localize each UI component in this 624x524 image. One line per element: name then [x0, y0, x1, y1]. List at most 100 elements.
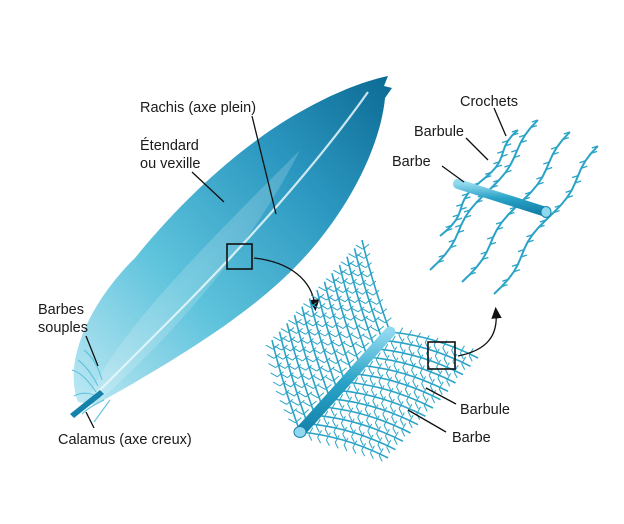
barbule-filament — [358, 299, 366, 304]
barbule-filament — [446, 373, 452, 381]
barbule-filament — [302, 409, 310, 415]
barbule-filament — [367, 423, 373, 432]
hook — [513, 269, 521, 273]
hook — [579, 160, 586, 164]
barbule-filament — [403, 371, 409, 379]
hook — [476, 199, 483, 204]
hook — [539, 219, 547, 223]
barbule-filament — [374, 415, 380, 423]
barbule-filament — [428, 374, 433, 382]
barbule-filament — [346, 324, 355, 330]
hook — [495, 221, 503, 225]
barbule-frond — [382, 339, 471, 368]
barbule-filament — [372, 393, 378, 401]
barbule-filament — [275, 354, 284, 360]
barbule-filament — [383, 424, 388, 432]
barbule-filament — [322, 321, 329, 328]
barbule-filament — [385, 317, 392, 324]
barbule-filament — [387, 383, 392, 391]
barbule-filament — [407, 336, 412, 344]
barbule-filament — [328, 359, 337, 365]
label-etendard-line1: Étendard — [140, 137, 199, 154]
barbule-filament — [358, 263, 366, 269]
hook — [574, 180, 582, 184]
barbule-filament — [362, 386, 367, 394]
hook — [438, 254, 445, 258]
barbule-filament — [318, 286, 326, 292]
barbule-filament — [346, 332, 354, 339]
barbule-filament — [358, 428, 363, 435]
barbule-filament — [353, 377, 359, 385]
barbule-filament — [431, 396, 436, 404]
barbule-filament — [363, 397, 368, 405]
barbule-filament — [398, 401, 404, 409]
barbule-filament — [360, 272, 368, 278]
barbule-filament — [350, 271, 359, 277]
hook — [460, 206, 467, 211]
barbule-filament — [312, 356, 320, 363]
barbule-filament — [313, 383, 320, 389]
barbule-filament — [355, 343, 364, 349]
barbule-filament — [387, 376, 393, 385]
barbule-filament — [332, 413, 338, 421]
hook — [565, 189, 572, 194]
hook — [455, 217, 463, 221]
barbule-filament — [369, 280, 377, 287]
hook — [554, 204, 561, 208]
hook — [511, 263, 519, 268]
barbule-filament — [364, 408, 369, 416]
barbule-filament — [397, 397, 402, 404]
barbule-filament — [338, 340, 346, 347]
barbule-filament — [459, 345, 465, 354]
hook — [566, 195, 574, 199]
barbule-filament — [377, 370, 382, 377]
hook — [480, 251, 487, 255]
barbule-filament — [283, 382, 291, 388]
barbule-filament — [309, 366, 317, 372]
barbule-filament — [273, 336, 281, 342]
barbule-filament — [401, 423, 407, 431]
barbule-filament — [438, 388, 443, 395]
hook — [469, 271, 476, 276]
barbule-filament — [364, 401, 370, 410]
barbule-filament — [404, 389, 409, 396]
barbule-filament — [314, 329, 322, 336]
hook — [536, 176, 543, 180]
barbule-filament — [360, 369, 366, 377]
hook — [502, 278, 509, 282]
barbule-filament — [352, 280, 361, 286]
barbule-filament — [324, 421, 330, 430]
barbule-filament — [295, 417, 302, 424]
barbule-filament — [298, 365, 306, 371]
barbule-filament — [310, 294, 319, 300]
barbule-filament — [308, 434, 313, 441]
barbule-filament — [333, 368, 341, 374]
hook — [538, 224, 545, 229]
barbule-filament — [453, 364, 459, 373]
barbule-filament — [402, 360, 408, 368]
barbule-filament — [386, 439, 392, 448]
barbule-filament — [411, 362, 416, 371]
barbule-filament — [317, 331, 326, 337]
hook — [464, 196, 471, 200]
barbule-filament — [343, 342, 352, 348]
barb-diagram — [265, 239, 479, 462]
barbule-filament — [330, 409, 335, 416]
hook — [504, 164, 511, 168]
barbule-filament — [337, 304, 344, 311]
barbule-filament — [351, 429, 356, 437]
barbule-filament — [424, 335, 430, 343]
barbule-filament — [396, 386, 400, 393]
barbule-filament — [272, 381, 281, 387]
barbule-frond — [307, 422, 396, 451]
barbule-filament — [317, 429, 323, 438]
barbule-filament — [281, 337, 290, 343]
barbule-filament — [335, 331, 342, 338]
zoom-arrow-2 — [457, 306, 502, 357]
barbule-filament — [301, 374, 310, 380]
hook — [591, 145, 599, 149]
barbule-filament — [443, 351, 449, 359]
hook — [581, 165, 588, 169]
barbule-filament — [369, 445, 375, 454]
barbule-filament — [303, 303, 311, 308]
